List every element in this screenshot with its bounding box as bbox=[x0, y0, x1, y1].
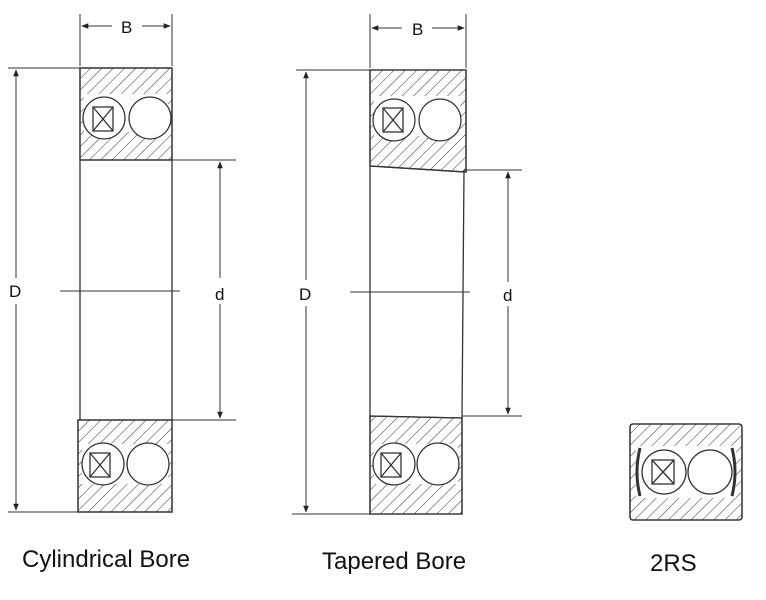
tapered-bore-label: d bbox=[503, 286, 512, 305]
tapered-bore-caption: Tapered Bore bbox=[322, 548, 467, 575]
tapered-bore-drawing bbox=[292, 14, 522, 515]
tapered-bore-dimension bbox=[462, 169, 522, 417]
cylindrical-width-label: B bbox=[121, 18, 132, 37]
cylindrical-bottom-section bbox=[77, 419, 173, 513]
cylindrical-top-section bbox=[79, 67, 173, 161]
cylindrical-outer-diameter-dimension bbox=[8, 67, 80, 513]
tapered-outer-diameter-dimension bbox=[292, 69, 370, 515]
tapered-width-label: B bbox=[412, 20, 423, 39]
sealed-2rs-caption: 2RS bbox=[650, 550, 697, 577]
tapered-bottom-section bbox=[369, 415, 463, 515]
cylindrical-bore-dimension bbox=[172, 159, 236, 421]
sealed-section-drawing bbox=[629, 423, 743, 521]
cylindrical-width-dimension bbox=[79, 14, 173, 66]
cylindrical-bore-label: d bbox=[215, 285, 224, 304]
tapered-top-section bbox=[369, 69, 467, 173]
cylindrical-bore-caption: Cylindrical Bore bbox=[22, 546, 191, 573]
cylindrical-outer-diameter-label: D bbox=[9, 282, 21, 301]
tapered-outer-diameter-label: D bbox=[299, 285, 311, 304]
tapered-width-dimension bbox=[369, 14, 467, 68]
cylindrical-bore-drawing bbox=[8, 14, 236, 513]
